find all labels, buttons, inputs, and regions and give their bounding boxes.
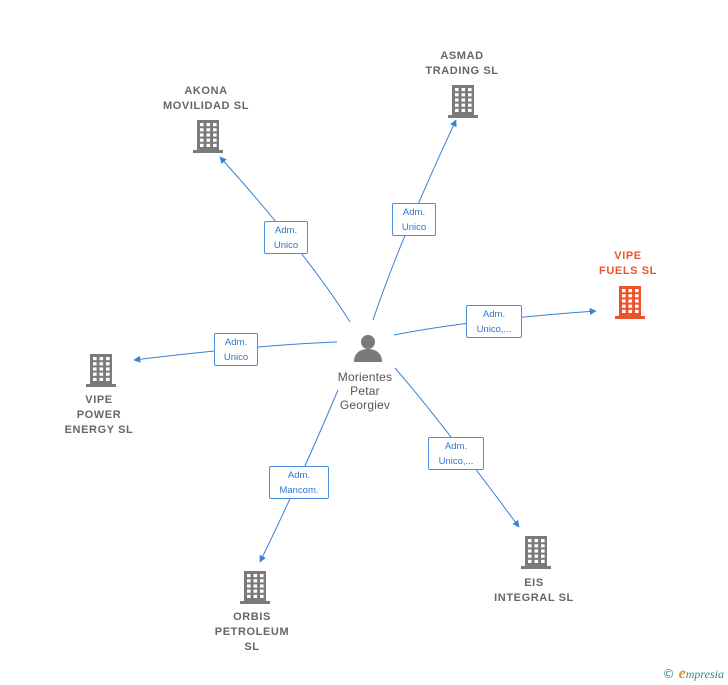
person-name-line: Georgiev: [339, 398, 391, 412]
role-badge-line: Adm.: [482, 309, 506, 320]
role-badge-line: Unico: [273, 240, 299, 251]
company-name-vipe-power[interactable]: VIPE POWER ENERGY SL: [65, 393, 134, 438]
building-icon-vipe-fuels[interactable]: [613, 284, 647, 325]
company-name-orbis-line: SL: [244, 641, 260, 653]
company-name-vipe-fuels-line: VIPE: [614, 250, 642, 262]
role-badge-eis[interactable]: Adm. Unico,...: [428, 437, 484, 470]
company-name-eis-line: INTEGRAL SL: [494, 592, 574, 604]
role-badge-line: Adm.: [274, 225, 298, 236]
company-name-asmad[interactable]: ASMAD TRADING SL: [425, 49, 498, 79]
company-name-vipe-power-line: ENERGY SL: [64, 424, 134, 436]
brand-initial: e: [678, 665, 686, 682]
role-badge-line: Unico,...: [438, 456, 474, 467]
building-icon-eis[interactable]: [519, 534, 553, 575]
role-badge-orbis[interactable]: Adm. Mancom.: [269, 466, 329, 499]
role-badge-line: Mancom.: [279, 485, 319, 496]
company-name-orbis[interactable]: ORBIS PETROLEUM SL: [215, 610, 289, 655]
company-name-vipe-power-line: POWER: [76, 409, 122, 421]
role-badge-vipe-fuels[interactable]: Adm. Unico,...: [466, 305, 522, 338]
company-name-vipe-fuels[interactable]: VIPE FUELS SL: [599, 249, 657, 279]
brand-name: mpresia: [685, 667, 724, 681]
role-badge-akona[interactable]: Adm. Unico: [264, 221, 308, 254]
role-badge-asmad[interactable]: Adm. Unico: [392, 203, 436, 236]
role-badge-line: Unico: [401, 222, 427, 233]
company-name-akona-line: AKONA: [184, 85, 228, 97]
role-badge-line: Adm.: [444, 441, 468, 452]
person-icon[interactable]: [352, 333, 384, 368]
building-icon-orbis[interactable]: [238, 569, 272, 610]
building-icon-vipe-power[interactable]: [84, 352, 118, 393]
role-badge-line: Adm.: [224, 337, 248, 348]
company-name-eis[interactable]: EIS INTEGRAL SL: [494, 576, 574, 606]
company-name-orbis-line: PETROLEUM: [214, 626, 290, 638]
edge-eis: [394, 367, 520, 528]
company-name-asmad-line: TRADING SL: [425, 65, 499, 77]
building-icon-asmad[interactable]: [446, 83, 480, 124]
role-badge-line: Unico,...: [476, 324, 512, 335]
company-name-akona[interactable]: AKONA MOVILIDAD SL: [163, 84, 249, 114]
role-badge-vipe-power[interactable]: Adm. Unico: [214, 333, 258, 366]
person-name-line: Morientes: [337, 370, 393, 384]
building-icon-akona[interactable]: [191, 118, 225, 159]
role-badge-line: Adm.: [402, 207, 426, 218]
company-name-orbis-line: ORBIS: [233, 611, 271, 623]
person-name-line: Petar: [350, 384, 380, 398]
empresia-logo: ©empresia: [663, 665, 724, 683]
role-badge-line: Adm.: [287, 470, 311, 481]
company-name-eis-line: EIS: [524, 577, 544, 589]
copyright-symbol: ©: [662, 667, 675, 681]
role-badge-line: Unico: [223, 352, 249, 363]
company-name-asmad-line: ASMAD: [440, 50, 484, 62]
company-name-vipe-power-line: VIPE: [85, 394, 113, 406]
company-name-vipe-fuels-line: FUELS SL: [599, 265, 657, 277]
company-name-akona-line: MOVILIDAD SL: [162, 100, 250, 112]
